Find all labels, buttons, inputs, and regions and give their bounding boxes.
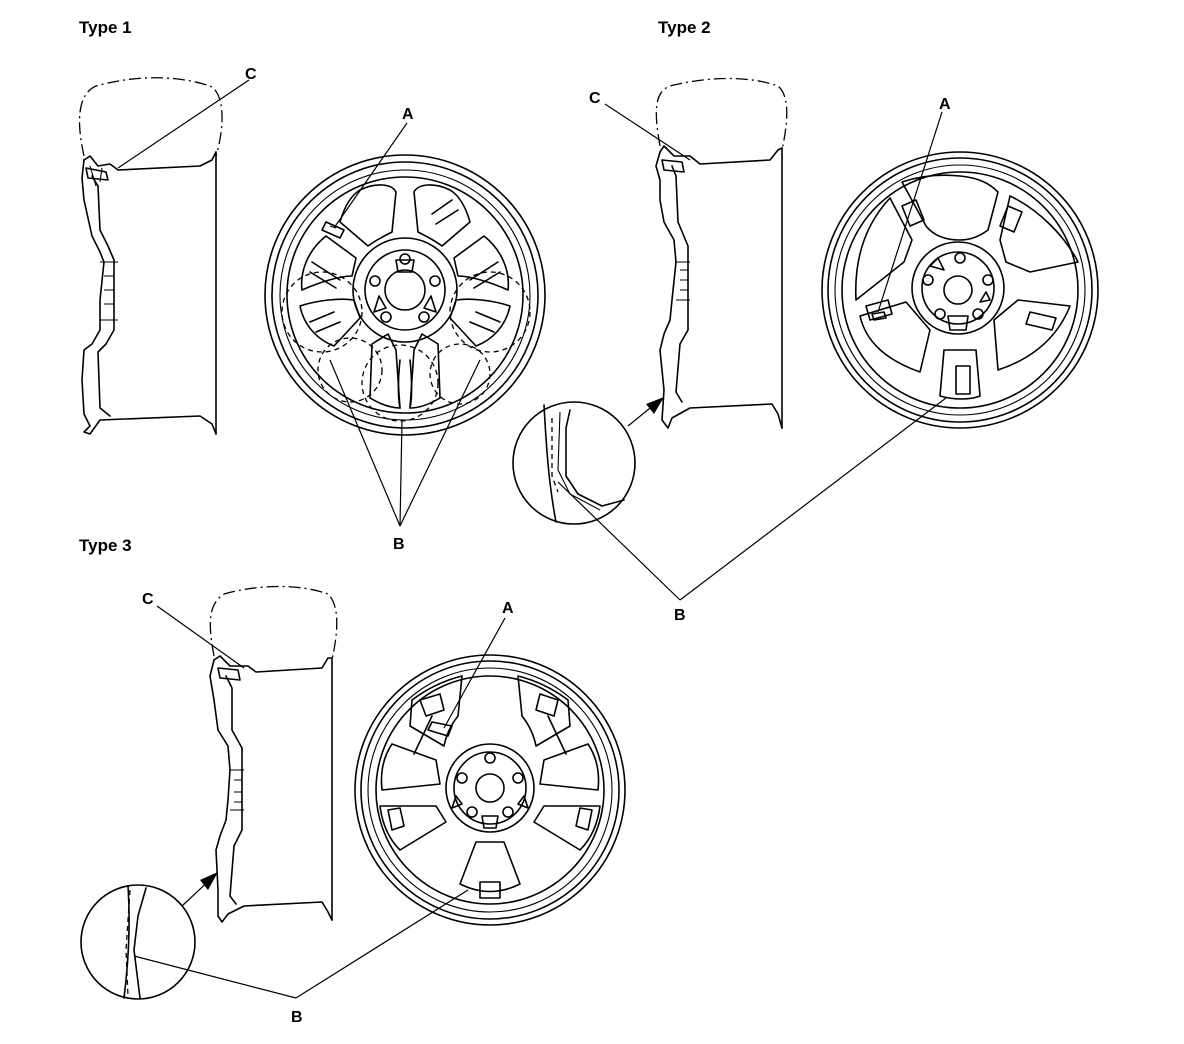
type-2-wheel-cross-section — [655, 77, 788, 429]
type-2-callout-c: C — [589, 90, 601, 107]
type-1-callout-b: B — [393, 536, 405, 553]
type-3-wheel-cross-section — [209, 585, 338, 923]
type-3-group: Type 3 C B — [79, 536, 626, 1026]
type-2-wheel-front-view — [821, 151, 1099, 429]
type-3-callout-c: C — [142, 591, 154, 608]
type-3-wheel-front-view — [354, 654, 626, 926]
type-1-wheel-front-view — [264, 154, 546, 436]
type-3-callout-b: B — [291, 1009, 303, 1026]
type-1-title: Type 1 — [79, 18, 132, 37]
type-2-callout-a: A — [939, 96, 951, 113]
type-1-group: Type 1 C — [78, 18, 546, 553]
type-3-callout-a: A — [502, 600, 514, 617]
type-1-callout-a: A — [402, 106, 414, 123]
type-2-group: Type 2 C B — [512, 18, 1099, 624]
type-3-title: Type 3 — [79, 536, 132, 555]
type-2-callout-b: B — [674, 607, 686, 624]
type-2-title: Type 2 — [658, 18, 711, 37]
type-1-callout-c: C — [245, 66, 257, 83]
type-3-detail-magnifier — [80, 884, 196, 1000]
type-2-detail-magnifier — [512, 401, 636, 525]
type-1-wheel-cross-section — [78, 77, 223, 435]
